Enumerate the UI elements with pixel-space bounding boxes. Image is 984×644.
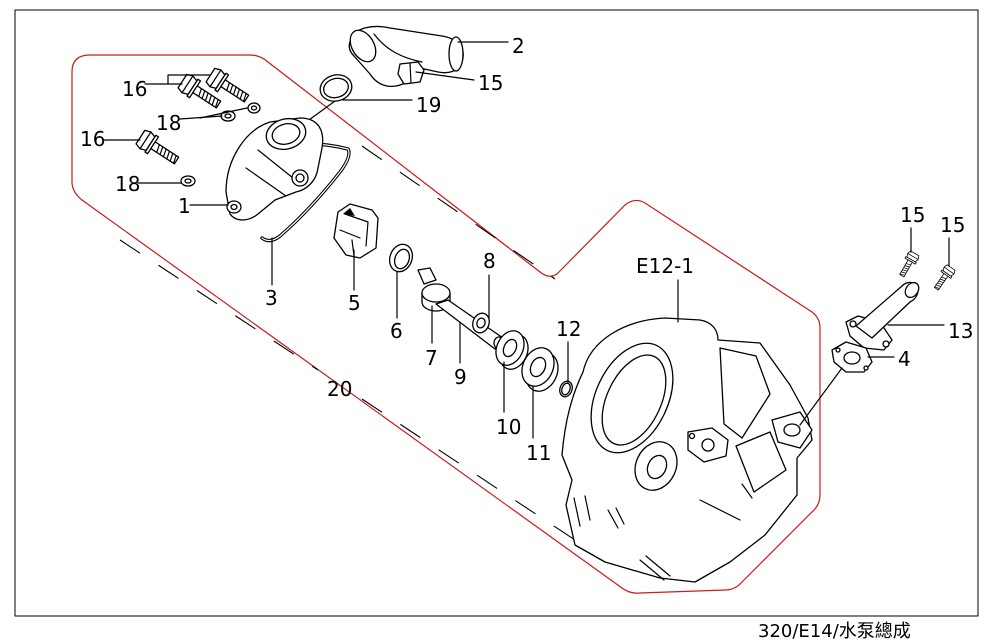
leader-16-upper [144,74,211,85]
drawing-frame [14,9,979,617]
elbow-left-end [349,29,377,63]
washer-hole [224,113,232,119]
shaft-body [435,299,504,350]
pipe-end [904,281,920,299]
part-7-shaft [417,267,505,350]
seal-inner [393,248,411,270]
crankcase-window-upper [719,347,771,439]
drawing-code: 320/E14/水泵總成 [758,621,911,642]
gasket-bolt-hole-a [835,347,841,353]
callout-19: 19 [416,93,441,117]
leader-15-clamp [415,71,475,81]
crankcase-boss-hole [646,454,668,480]
pipe-bolt-hole-b [882,340,890,348]
callout-15-clamp: 15 [478,71,503,95]
cover-bolt-hole-left [230,203,238,211]
crankcase-main-bore-inner [601,354,667,446]
part-11-bearing [521,347,559,392]
part-6-seal [388,243,414,273]
axis-dashed-lower-a [119,239,319,371]
bearing-bore [529,356,547,378]
pipe-bolt-hole-a [849,320,857,328]
o-ring-inner [323,77,349,99]
part-8-washer [472,312,490,334]
axis-dashed-upper [361,145,556,280]
callout-e12-1: E12-1 [636,254,694,278]
impeller-shadow [343,208,355,216]
washer-hole [250,105,258,111]
leader-lines [103,41,950,439]
crankcase-pad-bolt [688,432,696,440]
callout-15-bolt-left: 15 [900,203,925,227]
part-5-impeller [333,203,379,259]
callout-4: 4 [898,347,911,371]
part-10-bearing [495,330,529,370]
part-1-pump-cover [225,117,324,221]
callout-20: 20 [327,377,352,401]
cover-bolt-hole-right [295,173,305,183]
callout-12: 12 [556,317,581,341]
callout-labels: 2 15 19 16 18 16 18 1 3 5 6 7 8 9 10 11 … [80,34,973,465]
callout-3: 3 [265,286,278,310]
part-19-o-ring [319,74,353,102]
axis-dashed-lower-b [361,398,576,541]
callout-16-lower: 16 [80,127,105,151]
gasket-bolt-hole-b [863,365,869,371]
callout-16-upper: 16 [122,77,147,101]
callout-6: 6 [390,319,403,343]
part-15-bolt-left [896,249,921,280]
crankcase-pad-hole [701,438,715,452]
part-2-elbow-pipe [348,25,464,88]
gasket-to-port-line [799,367,843,426]
shaft-disk [421,283,451,303]
callout-13: 13 [948,319,973,343]
callout-7: 7 [425,346,438,370]
part-12-circlip [559,380,573,398]
leader-18-upper-b [199,107,248,119]
washer-hole [476,317,486,329]
callout-18-lower: 18 [115,172,140,196]
assembly-boundary [71,54,821,594]
part-18-washer-upper-b [247,102,261,114]
part-13-water-pipe [845,281,920,351]
crankcase-window-lower [735,431,787,493]
part-15-clamp-screw [397,61,425,85]
callout-9: 9 [454,365,467,389]
crankcase-water-port-hole [783,423,801,437]
assembly-e12-1-crankcase [561,317,813,583]
shaft-stud [417,267,437,285]
circlip-inner [561,382,571,396]
callout-11: 11 [526,441,551,465]
elbow-bend-line [373,33,423,63]
callout-15-bolt-right: 15 [940,213,965,237]
part-15-bolt-right [930,263,957,293]
callout-10: 10 [496,415,521,439]
callout-1: 1 [178,194,191,218]
callout-5: 5 [348,291,361,315]
part-18-washer-lower [180,175,196,187]
clamp-edge [409,62,412,84]
part-4-gasket [831,341,873,373]
callout-18-upper: 18 [156,111,181,135]
gasket-hole [843,351,861,365]
crankcase-fins [573,483,753,581]
elbow-body [348,25,464,88]
elbow-right-end [448,36,464,72]
impeller-body [333,203,379,259]
callout-2: 2 [512,34,525,58]
cover-ridge [245,149,299,197]
cover-port-inner [271,123,301,145]
washer-hole [184,178,192,184]
callout-8: 8 [483,249,496,273]
bearing-bore [502,338,518,358]
